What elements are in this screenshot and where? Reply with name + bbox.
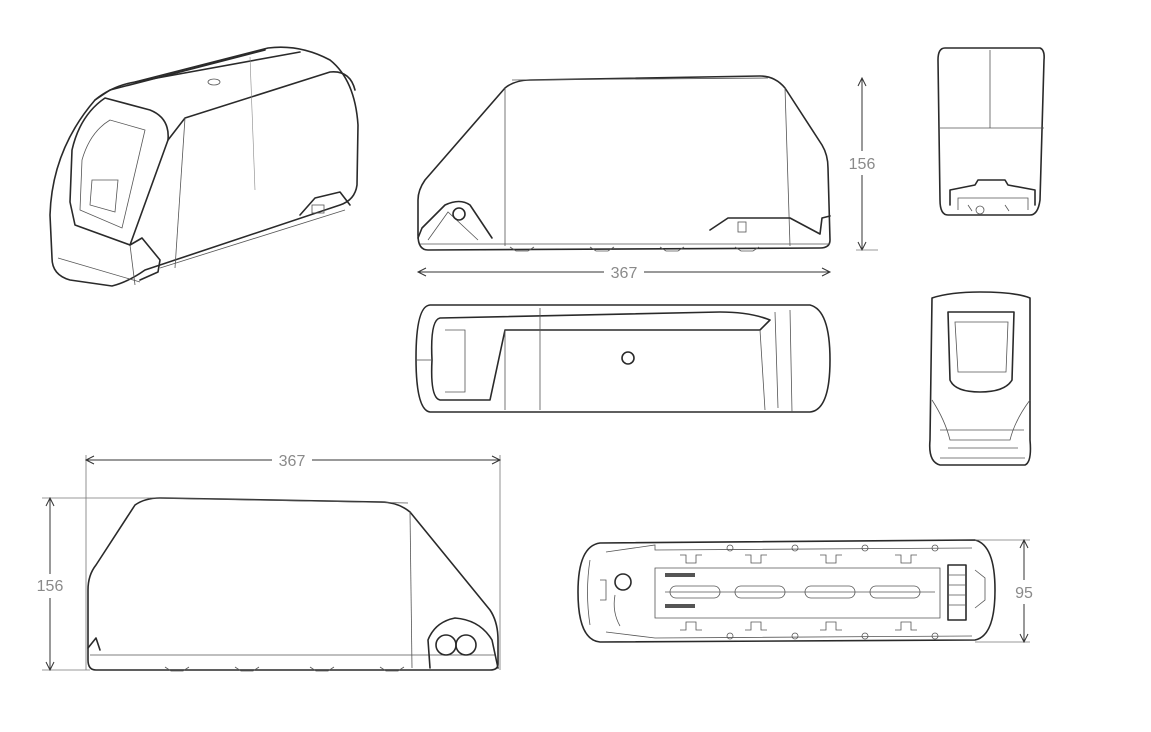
front-view [928,291,1032,466]
side-view-dimensions: 156 367 [416,76,880,282]
side2-length-label: 367 [279,453,306,470]
isometric-view [49,46,359,287]
side-view-mirrored [87,497,499,672]
side-view [417,75,831,252]
side-view-2-dimensions: 367 156 [32,450,502,672]
bottom-view-dimensions: 95 [975,538,1040,644]
bottom-view [577,539,996,643]
side-length-label: 367 [611,265,638,282]
top-view [415,304,831,413]
end-view-top [937,47,1045,216]
side-height-label: 156 [849,156,876,173]
side2-height-label: 156 [37,578,64,595]
bottom-width-label: 95 [1015,585,1033,602]
